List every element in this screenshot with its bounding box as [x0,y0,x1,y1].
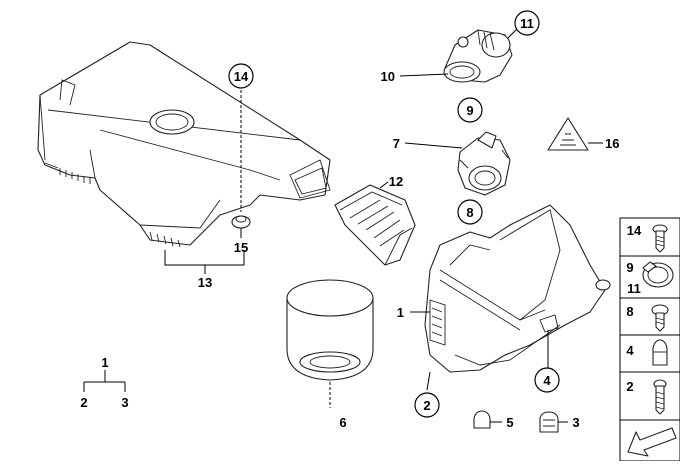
air-filter-housing [410,204,611,391]
intake-pipe-10 [399,27,519,83]
callout-circle-9 [457,97,483,123]
callout-6: 6 [339,415,346,430]
expanding-nut-4-icon [652,339,668,366]
air-mass-meter-7 [404,131,511,196]
callout-3: 3 [572,415,579,430]
callout-15: 15 [234,240,248,255]
callout-circle-4 [534,367,560,393]
direction-arrow-icon [627,427,677,457]
callout-1: 1 [397,305,404,320]
legend-group-top: 1 [101,355,108,370]
callout-circle-2 [414,392,440,418]
callout-4: 4 [543,373,551,388]
side-panel-label-4: 4 [626,343,634,358]
callout-circle-8 [457,199,483,225]
screw-2-icon [653,379,667,415]
callout-7: 7 [393,136,400,151]
callout-14: 14 [234,69,249,84]
warning-label-16 [547,117,603,151]
intake-shroud [37,41,331,248]
side-panel-label-14: 14 [627,223,642,238]
callout-circle-11 [514,10,540,36]
screw-8-icon [651,304,669,332]
air-filter-6 [286,279,374,408]
grommet-3 [539,411,568,433]
assembly-legend [83,370,126,392]
side-panel-label-9: 9 [626,260,633,275]
rubber-cap-5 [473,410,502,429]
legend-group-left: 2 [80,395,87,410]
callout-13-bracket [164,250,245,274]
side-panel-label-2: 2 [626,379,633,394]
intake-boot-12 [334,181,416,266]
callout-10: 10 [381,69,395,84]
side-panel-label-11: 11 [627,281,641,296]
callout-circle-14 [228,63,254,89]
legend-group-right: 3 [121,395,128,410]
hardware-side-panel [619,217,680,462]
callout-12: 12 [389,174,403,189]
callout-13: 13 [198,275,212,290]
callout-2: 2 [423,398,430,413]
callout-8: 8 [466,205,473,220]
screw-14-icon [652,224,668,253]
callout-9: 9 [466,103,473,118]
hose-clamp-icon [642,261,674,288]
callout-16: 16 [605,136,619,151]
grommet-15 [231,215,251,238]
callout-5: 5 [506,415,513,430]
side-panel-label-8: 8 [626,304,633,319]
callout-11: 11 [520,16,534,31]
